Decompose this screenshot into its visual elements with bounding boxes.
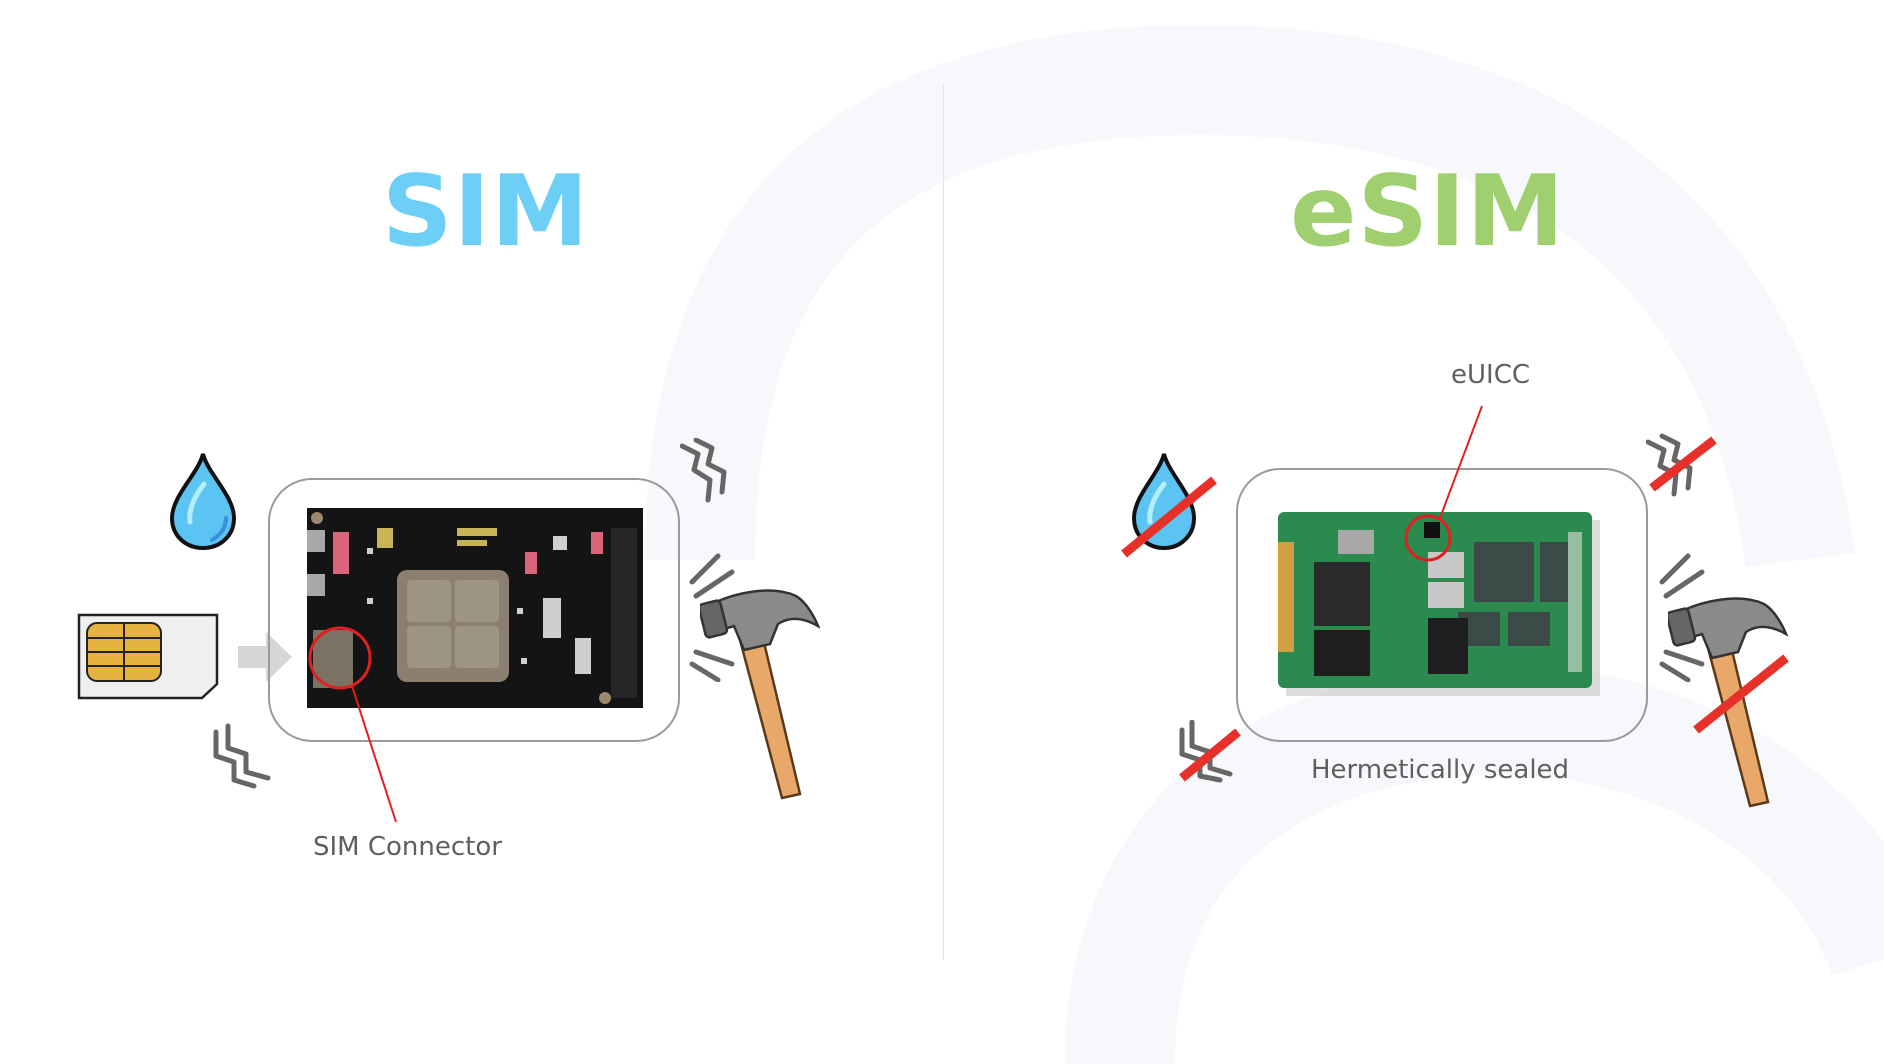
hammer-crossed-icon xyxy=(1668,590,1798,810)
m2-module-image xyxy=(1278,512,1600,696)
euicc-label: eUICC xyxy=(1451,360,1531,390)
hermetically-sealed-caption: Hermetically sealed xyxy=(1311,755,1570,785)
vibration-icon xyxy=(212,722,274,790)
insert-arrow-icon xyxy=(238,632,294,682)
hammer-icon xyxy=(700,582,820,802)
euicc-callout xyxy=(1404,405,1483,562)
sim-device-frame xyxy=(268,478,680,742)
vibration-crossed-icon xyxy=(1646,432,1718,500)
sim-connector-label: SIM Connector xyxy=(313,832,502,862)
sim-card-icon xyxy=(76,612,220,700)
vibration-icon xyxy=(680,438,738,504)
impact-lines-icon xyxy=(1658,552,1708,682)
sim-connector-callout xyxy=(308,626,397,823)
sim-title: SIM xyxy=(382,155,590,269)
water-drop-crossed-icon xyxy=(1120,450,1220,560)
vibration-crossed-icon xyxy=(1178,720,1244,784)
impact-lines-icon xyxy=(688,552,738,682)
panel-divider xyxy=(943,85,944,960)
esim-title: eSIM xyxy=(1290,155,1566,269)
circuit-board-image xyxy=(307,508,643,708)
water-drop-icon xyxy=(168,450,238,552)
esim-device-frame xyxy=(1236,468,1648,742)
